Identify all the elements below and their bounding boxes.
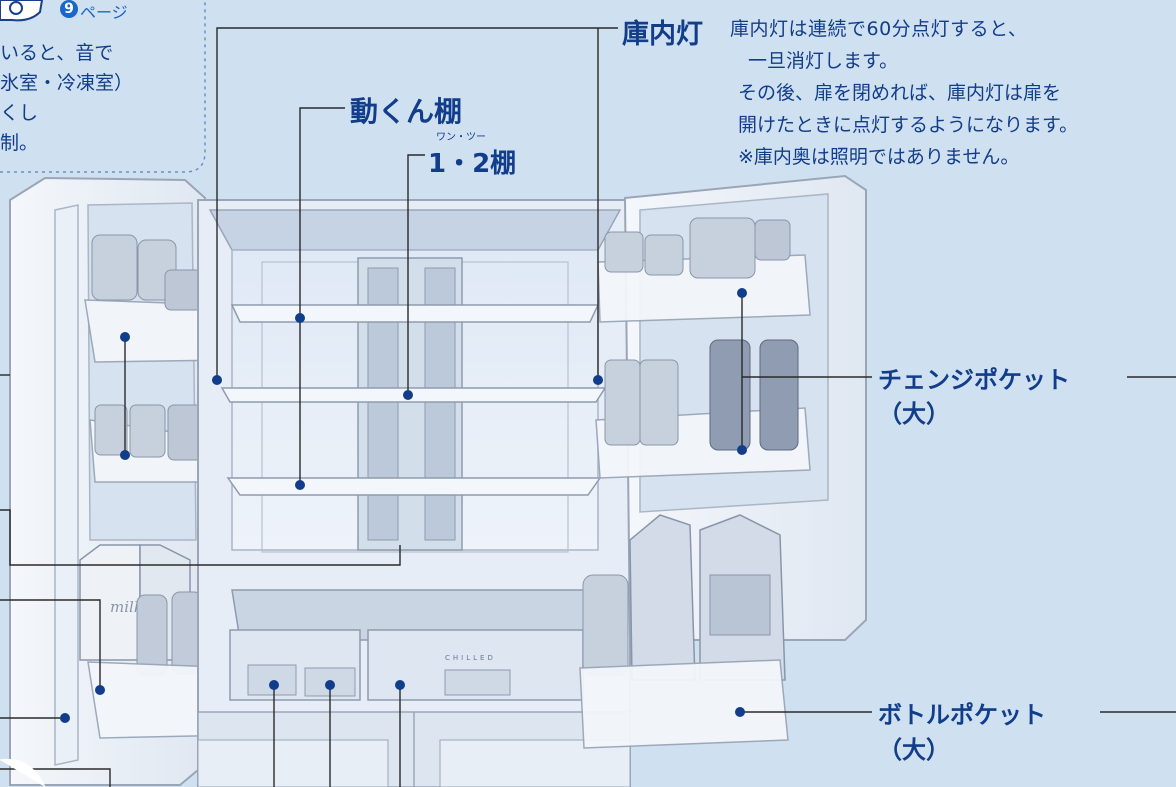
movable-shelf-label: 動くん棚 — [350, 95, 463, 128]
shelf-12-label: 1・2棚 — [428, 149, 517, 179]
interior-light-line-2: 一旦消灯します。 — [748, 50, 899, 72]
interior-light-line-3: その後、扉を閉めれば、庫内灯は扉を — [738, 82, 1062, 104]
note-line-1: いると、音で — [0, 42, 114, 64]
right-door — [579, 174, 867, 749]
leader-dots — [60, 288, 747, 723]
bottle-pocket-label-2: （大） — [878, 736, 950, 764]
note-line-2: 氷室・冷凍室） — [0, 72, 134, 94]
change-pocket-label-1: チェンジポケット — [878, 366, 1070, 394]
bottle-pocket-label-1: ボトルポケット — [878, 701, 1046, 729]
shelf-12-ruby: ワン・ツー — [436, 132, 486, 143]
page-suffix: ページ — [80, 3, 128, 22]
chilled-case-text: CHILLED — [445, 654, 496, 662]
leader-lines — [0, 27, 1176, 787]
interior-light-line-1: 庫内灯は連続で60分点灯すると、 — [730, 18, 1028, 40]
note-line-3: くし — [0, 102, 39, 124]
bottom-badge-arc — [0, 758, 46, 787]
hand-pointer-icon — [0, 0, 44, 22]
left-door: milk — [9, 176, 246, 786]
interior-light-title: 庫内灯 — [622, 19, 703, 50]
fridge-body: CHILLED — [197, 199, 631, 787]
interior-light-line-4: 開けたときに点灯するようになります。 — [738, 114, 1079, 136]
page-badge-icon: 9 — [60, 0, 78, 18]
milk-carton-text: milk — [110, 598, 143, 616]
change-pocket-label-2: （大） — [878, 400, 950, 428]
interior-light-line-5: ※庫内奥は照明ではありません。 — [738, 146, 1020, 168]
note-dashed-box — [0, 0, 206, 173]
page-badge-number: 9 — [64, 1, 74, 17]
note-line-4: 制。 — [0, 132, 39, 154]
